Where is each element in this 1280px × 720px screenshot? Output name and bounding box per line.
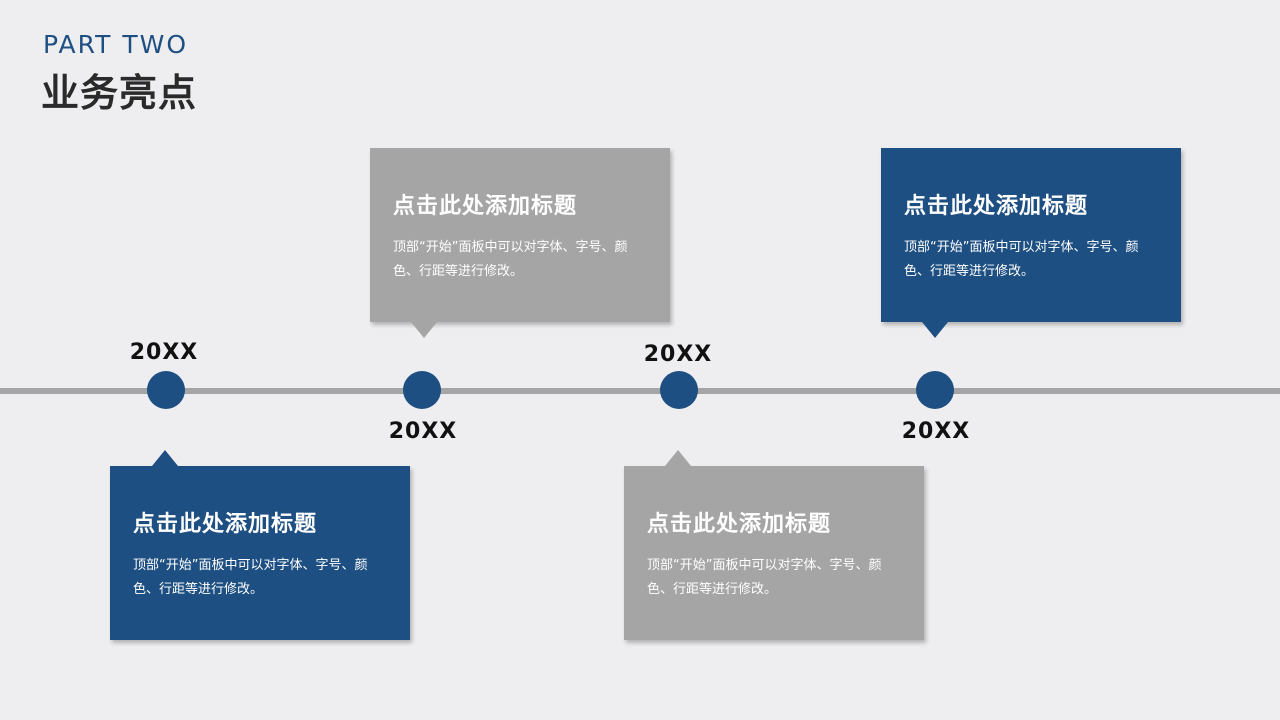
milestone-4-body[interactable]: 顶部“开始”面板中可以对字体、字号、颜色、行距等进行修改。 [904,240,1139,279]
part-label: PART TWO [43,30,189,59]
milestone-3-pointer [665,450,691,466]
milestone-4-dot[interactable] [916,371,954,409]
milestone-1-body[interactable]: 顶部“开始”面板中可以对字体、字号、颜色、行距等进行修改。 [133,558,368,597]
milestone-1-card[interactable]: 点击此处添加标题 顶部“开始”面板中可以对字体、字号、颜色、行距等进行修改。 [110,450,410,640]
milestone-4-year: 20XX [901,419,971,444]
timeline-line [0,388,1280,394]
milestone-1-dot[interactable] [147,371,185,409]
milestone-1-year: 20XX [129,340,199,365]
milestone-2-dot[interactable] [403,371,441,409]
milestone-2-year: 20XX [388,419,458,444]
milestone-3-dot[interactable] [660,371,698,409]
milestone-3-card[interactable]: 点击此处添加标题 顶部“开始”面板中可以对字体、字号、颜色、行距等进行修改。 [624,450,924,640]
milestone-4-pointer [922,322,948,338]
page-title: 业务亮点 [41,71,198,115]
milestone-4-card[interactable]: 点击此处添加标题 顶部“开始”面板中可以对字体、字号、颜色、行距等进行修改。 [881,148,1181,338]
milestone-2-body[interactable]: 顶部“开始”面板中可以对字体、字号、颜色、行距等进行修改。 [393,240,628,279]
milestone-2-pointer [411,322,437,338]
milestone-1-pointer [152,450,178,466]
milestone-1-title[interactable]: 点击此处添加标题 [133,512,318,537]
milestone-2-title[interactable]: 点击此处添加标题 [393,194,578,219]
milestone-3-title[interactable]: 点击此处添加标题 [647,512,832,537]
milestone-3-year: 20XX [643,342,713,367]
milestone-4-title[interactable]: 点击此处添加标题 [904,194,1089,219]
milestone-2-card[interactable]: 点击此处添加标题 顶部“开始”面板中可以对字体、字号、颜色、行距等进行修改。 [370,148,670,338]
milestone-3-body[interactable]: 顶部“开始”面板中可以对字体、字号、颜色、行距等进行修改。 [647,558,882,597]
